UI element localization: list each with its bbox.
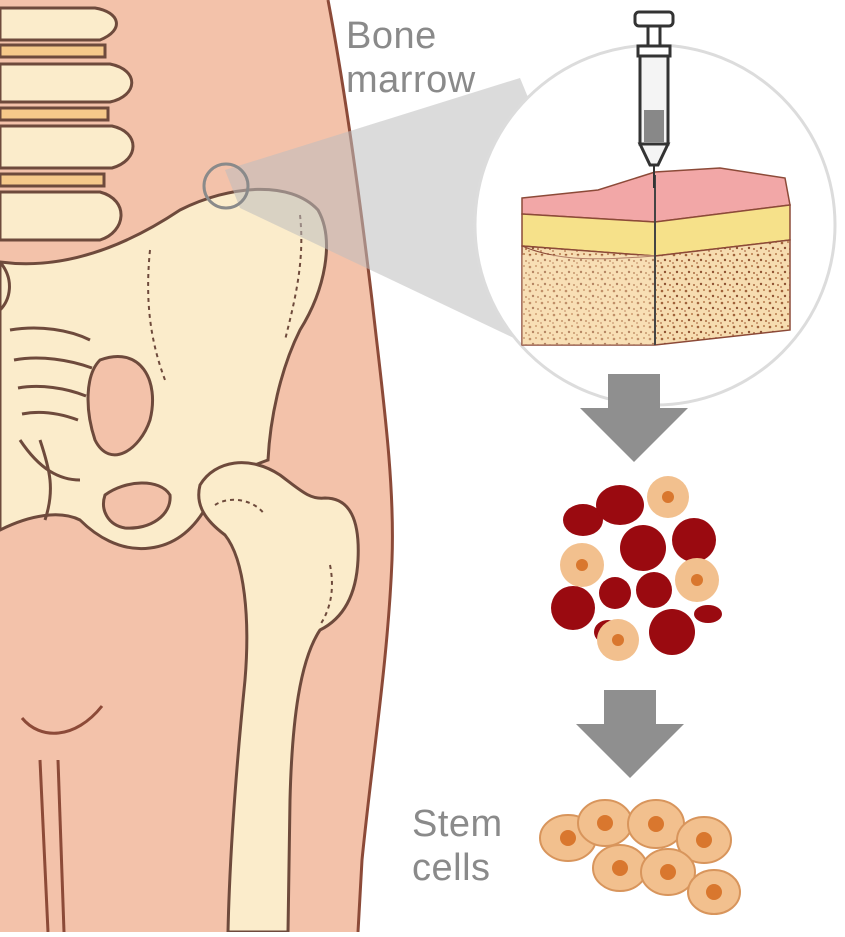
bone-cross-section	[522, 168, 790, 345]
bone-marrow-label: Bone marrow	[346, 14, 476, 102]
down-arrow-icon	[576, 690, 684, 778]
stem-cells-label: Stem cells	[412, 802, 503, 890]
stem-cells-label-line1: Stem	[412, 802, 503, 846]
marrow-cells	[551, 476, 722, 661]
bone-marrow-label-line2: marrow	[346, 58, 476, 102]
bone-marrow-label-line1: Bone	[346, 14, 476, 58]
stem-cells	[540, 800, 740, 914]
stem-cells-label-line2: cells	[412, 846, 503, 890]
